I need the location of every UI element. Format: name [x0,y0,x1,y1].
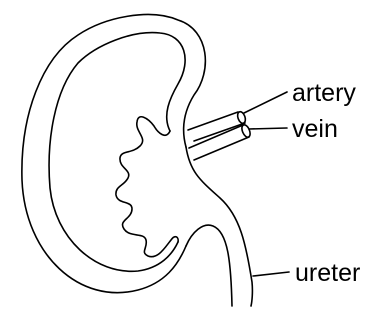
vein-vessel [189,125,249,160]
ureter [186,225,232,306]
artery-leader-line [244,92,287,113]
renal-pelvis [116,117,178,257]
ureter-leader-line [253,272,289,276]
vein-leader-line [249,128,287,129]
vein-opening [240,124,252,139]
ureter-outer-wall [186,147,252,306]
ureter-label: ureter [295,259,360,287]
vein-label: vein [292,115,338,143]
artery-label: artery [292,79,356,107]
kidney-inner-outline [49,33,185,272]
